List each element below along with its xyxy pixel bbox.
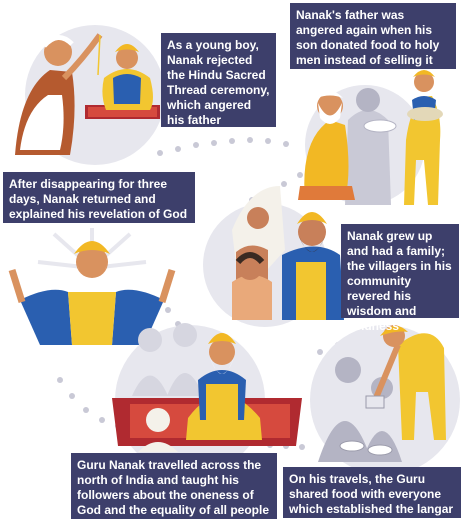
scene-revelation bbox=[8, 228, 176, 345]
caption-revelation: After disappearing for three days, Nanak… bbox=[3, 172, 195, 223]
scene-teaching bbox=[112, 323, 302, 452]
scene-food-donation bbox=[298, 70, 443, 205]
caption-food-donation: Nanak's father was angered again when hi… bbox=[290, 3, 456, 82]
caption-langar: On his travels, the Guru shared food wit… bbox=[283, 467, 461, 518]
caption-thread-ceremony: As a young boy, Nanak rejected the Hindu… bbox=[161, 33, 276, 127]
scene-thread-ceremony bbox=[15, 33, 160, 155]
scene-langar bbox=[318, 325, 446, 462]
caption-teaching: Guru Nanak travelled across the north of… bbox=[71, 453, 277, 519]
scene-family bbox=[232, 186, 344, 320]
caption-family: Nanak grew up and had a family; the vill… bbox=[341, 224, 459, 333]
